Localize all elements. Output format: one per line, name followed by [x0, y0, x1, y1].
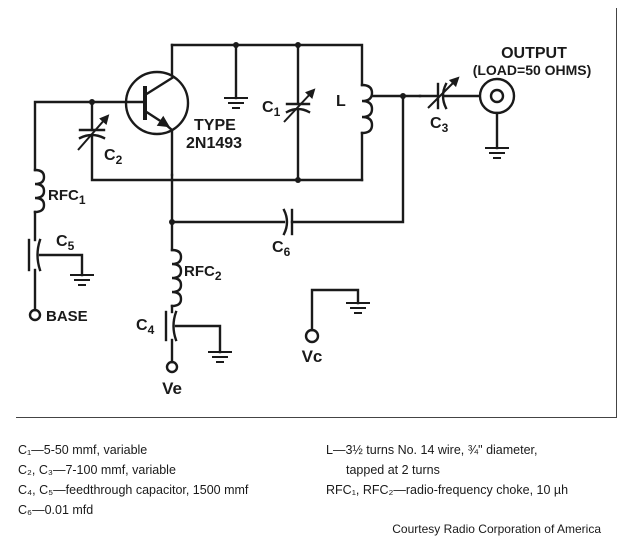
inductor-l [170, 83, 422, 182]
transistor-2n1493 [90, 70, 190, 177]
choke-rfc1 [33, 100, 94, 242]
c3-label: C3 [430, 115, 449, 135]
legend-item-l-tap: tapped at 2 turns [346, 463, 440, 477]
transistor-model-label: 2N1493 [186, 135, 242, 152]
capacitor-c4 [164, 310, 232, 374]
legend-item-l: L—3½ turns No. 14 wire, ¾" diameter, [326, 443, 538, 457]
c6-label: C6 [272, 239, 291, 259]
choke-rfc2 [170, 173, 183, 314]
vc-supply [304, 288, 370, 344]
schematic-frame [16, 8, 617, 418]
capacitor-c1 [283, 42, 316, 183]
rfc2-label: RFC2 [184, 263, 222, 283]
c5-label: C5 [56, 233, 75, 253]
capacitor-c3 [400, 76, 480, 110]
base-label: BASE [46, 308, 88, 325]
load-label: (LOAD=50 OHMS) [473, 62, 592, 78]
collector-ground [224, 42, 248, 109]
l-label: L [336, 93, 346, 110]
schematic-diagram: OUTPUT (LOAD=50 OHMS) TYPE 2N1493 C1 L C… [27, 42, 592, 398]
legend-item-c2-c3: C₂, C₃—7-100 mmf, variable [18, 463, 176, 477]
capacitor-c5 [27, 238, 94, 322]
c1-label: C1 [262, 99, 281, 119]
ve-label: Ve [162, 379, 182, 398]
legend-item-c1: C₁—5-50 mmf, variable [18, 443, 148, 457]
output-connector [478, 77, 516, 159]
collector-bus [170, 43, 364, 87]
c4-label: C4 [136, 317, 155, 337]
legend-item-rfc: RFC₁, RFC₂—radio-frequency choke, 10 µh [326, 483, 569, 497]
legend-item-c6: C₆—0.01 mfd [18, 503, 94, 517]
vc-label: Vc [302, 347, 323, 366]
courtesy-credit: Courtesy Radio Corporation of America [392, 522, 601, 536]
legend-left: C₁—5-50 mmf, variable C₂, C₃—7-100 mmf, … [18, 440, 248, 520]
capacitor-c2 [77, 99, 174, 182]
output-label: OUTPUT [501, 45, 567, 62]
c2-label: C2 [104, 147, 123, 167]
legend-right: L—3½ turns No. 14 wire, ¾" diameter, tap… [326, 440, 568, 500]
transistor-type-label: TYPE [194, 117, 236, 134]
legend-item-c4-c5: C₄, C₅—feedthrough capacitor, 1500 mmf [18, 483, 249, 497]
rfc1-label: RFC1 [48, 187, 86, 207]
